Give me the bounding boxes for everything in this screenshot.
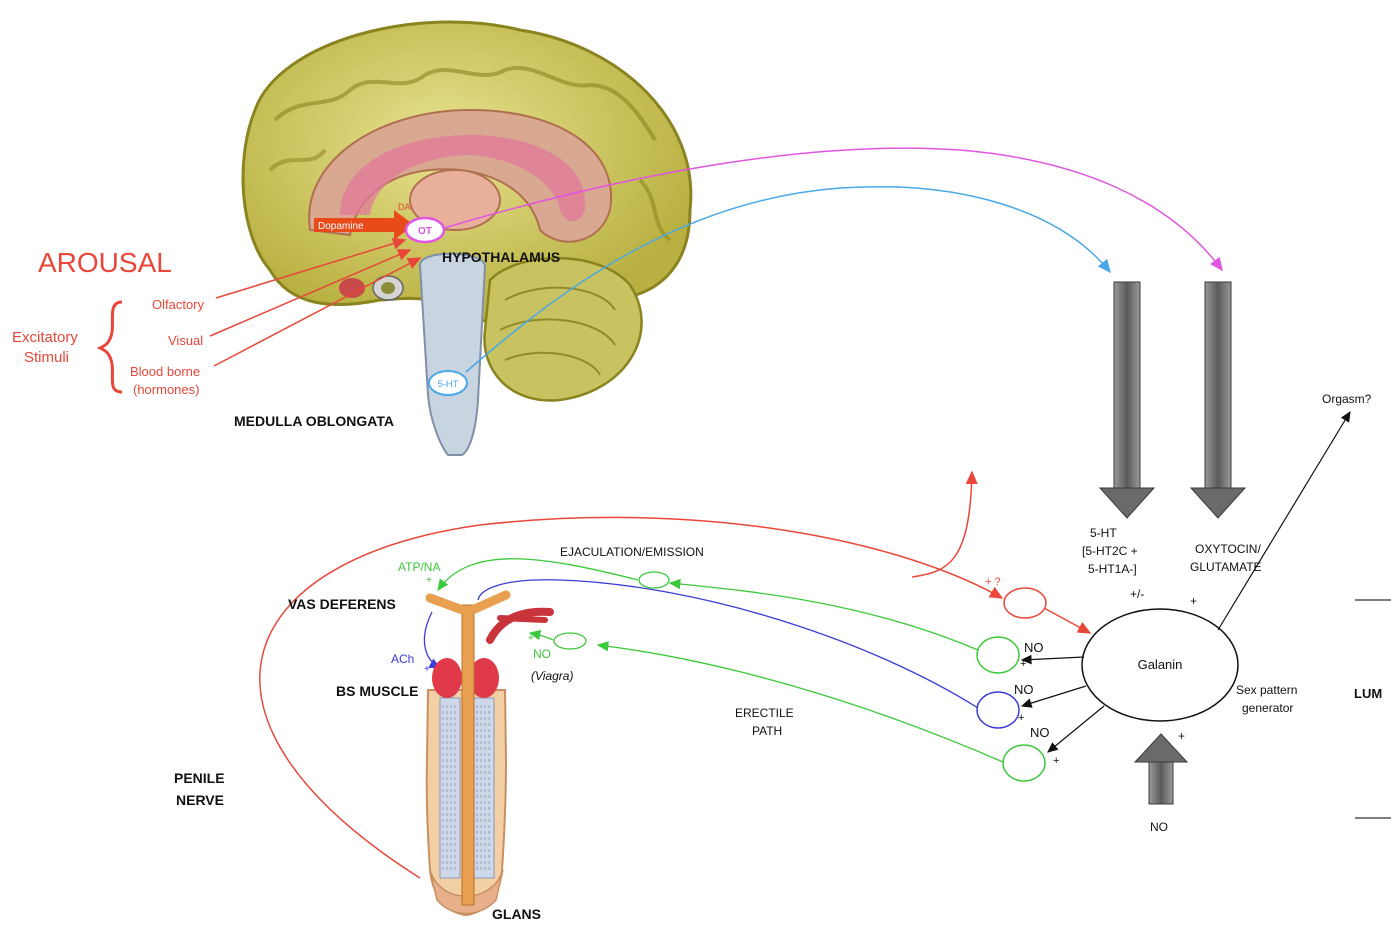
da-label: DA: [398, 202, 411, 212]
olfactory-label: Olfactory: [152, 297, 205, 312]
ht-line2: [5-HT2C +: [1082, 544, 1138, 558]
dopamine-label: Dopamine: [318, 221, 364, 232]
no-bottom-label: NO: [1150, 820, 1168, 834]
galanin-to-ejac-arrow: [1022, 657, 1084, 660]
visual-label: Visual: [168, 333, 203, 348]
blood-borne-line1: Blood borne: [130, 364, 200, 379]
ach-arrow: [424, 612, 440, 668]
penile-line2: NERVE: [176, 792, 224, 808]
atp-label: ATP/NA: [398, 560, 440, 574]
plus-2: +: [1018, 712, 1024, 724]
no-green-label: NO: [533, 647, 551, 661]
plus-q-label: + ?: [985, 576, 1001, 588]
oxytocin-descending-arrow: [1191, 282, 1245, 518]
no3-label: NO: [1030, 725, 1050, 740]
5ht-node-label: 5-HT: [437, 379, 458, 390]
no-bottom-sign: +: [1178, 729, 1185, 743]
penile-line1: PENILE: [174, 770, 225, 786]
plus-1: +: [1020, 658, 1026, 670]
atp-plus: +: [426, 575, 432, 586]
sex-pattern-line2: generator: [1242, 701, 1293, 715]
viagra-label: (Viagra): [531, 669, 573, 683]
ejac-pathway-2: [438, 559, 638, 590]
oxy-line1: OXYTOCIN/: [1195, 542, 1261, 556]
no1-label: NO: [1024, 640, 1044, 655]
oxy-sign: +: [1190, 594, 1197, 608]
ach-label: ACh: [391, 652, 414, 666]
ejac-pathway-1: [670, 583, 978, 650]
sex-pattern-line1: Sex pattern: [1236, 683, 1297, 697]
arousal-title: AROUSAL: [38, 247, 172, 278]
galanin-to-erect-arrow: [1048, 706, 1104, 752]
ht-line3: 5-HT1A-]: [1088, 562, 1137, 576]
relay-blue: [977, 692, 1019, 728]
excitatory-line2: Stimuli: [24, 349, 69, 366]
excitatory-line1: Excitatory: [12, 329, 78, 346]
brain-illustration: Dopamine DA OT 5-HT: [243, 22, 691, 455]
erectile-ganglion: [554, 633, 586, 649]
blood-borne-line2: (hormones): [133, 382, 199, 397]
bs-muscle-label: BS MUSCLE: [336, 683, 418, 699]
glans-label: GLANS: [492, 906, 541, 922]
ejaculation-label: EJACULATION/EMISSION: [560, 545, 704, 559]
lumbar-label: LUM: [1354, 686, 1382, 701]
vas-deferens-label: VAS DEFERENS: [288, 596, 396, 612]
orgasm-label: Orgasm?: [1322, 392, 1372, 406]
no-ascending-arrow: [1135, 734, 1187, 804]
oxy-line2: GLUTAMATE: [1190, 560, 1262, 574]
stimuli-brace: [100, 302, 122, 392]
galanin-label: Galanin: [1138, 657, 1183, 672]
relay-red: [1004, 588, 1046, 618]
hypothalamus-label: HYPOTHALAMUS: [442, 249, 560, 265]
serotonin-descending-arrow: [1100, 282, 1154, 518]
blue-pathway: [478, 580, 978, 708]
plus-3: +: [1053, 755, 1059, 767]
ht-sign: +/-: [1130, 587, 1144, 601]
red-to-galanin-arrow: [1044, 608, 1090, 633]
ascending-red-arrow: [912, 472, 972, 577]
medulla-label: MEDULLA OBLONGATA: [234, 413, 394, 429]
relay-green-erect: [1003, 745, 1045, 781]
no2-label: NO: [1014, 682, 1034, 697]
relay-green-ejac: [977, 637, 1019, 673]
ach-plus: +: [424, 664, 430, 675]
erectile-pathway: [598, 645, 1003, 762]
erectile-line2: PATH: [752, 724, 782, 738]
erectile-line1: ERECTILE: [735, 706, 794, 720]
ht-line1: 5-HT: [1090, 526, 1117, 540]
ot-node-label: OT: [418, 226, 432, 237]
ejac-ganglion: [639, 572, 669, 588]
orgasm-arrow: [1218, 412, 1350, 630]
no-green-plus: +: [528, 633, 534, 644]
